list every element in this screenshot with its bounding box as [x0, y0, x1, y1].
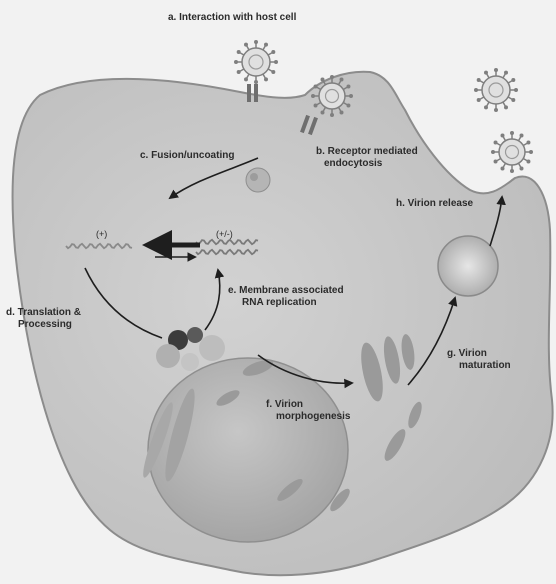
label-b-line1: b. Receptor mediated [316, 146, 418, 157]
label-translation-processing: d. Translation & Processing [6, 307, 81, 331]
label-virion-morphogenesis: f. Virion morphogenesis [266, 399, 350, 423]
label-e-line1: e. Membrane associated [228, 285, 344, 296]
label-fusion-uncoating: c. Fusion/uncoating [140, 150, 234, 162]
label-rna-replication: e. Membrane associated RNA replication [228, 285, 344, 309]
figure-title: a. Interaction with host cell [168, 12, 296, 24]
maturation-vesicle [438, 236, 498, 296]
label-plus-strand: (+) [96, 228, 107, 240]
label-virion-release: h. Virion release [396, 198, 473, 210]
label-b-line2: endocytosis [316, 158, 382, 169]
virion-released-2 [491, 131, 533, 173]
label-virion-maturation: g. Virion maturation [447, 348, 511, 372]
label-e-line2: RNA replication [228, 297, 317, 308]
label-receptor-endocytosis: b. Receptor mediated endocytosis [316, 146, 418, 170]
virion-attached [234, 40, 278, 84]
label-g-line1: g. Virion [447, 348, 487, 359]
label-f-line1: f. Virion [266, 399, 303, 410]
uncoating-particle [246, 168, 270, 192]
label-g-line2: maturation [447, 360, 511, 371]
label-d-line2: Processing [6, 319, 72, 330]
label-f-line2: morphogenesis [266, 411, 350, 422]
virion-released-1 [474, 68, 518, 112]
label-pm-strand: (+/-) [216, 228, 233, 240]
label-d-line1: d. Translation & [6, 307, 81, 318]
